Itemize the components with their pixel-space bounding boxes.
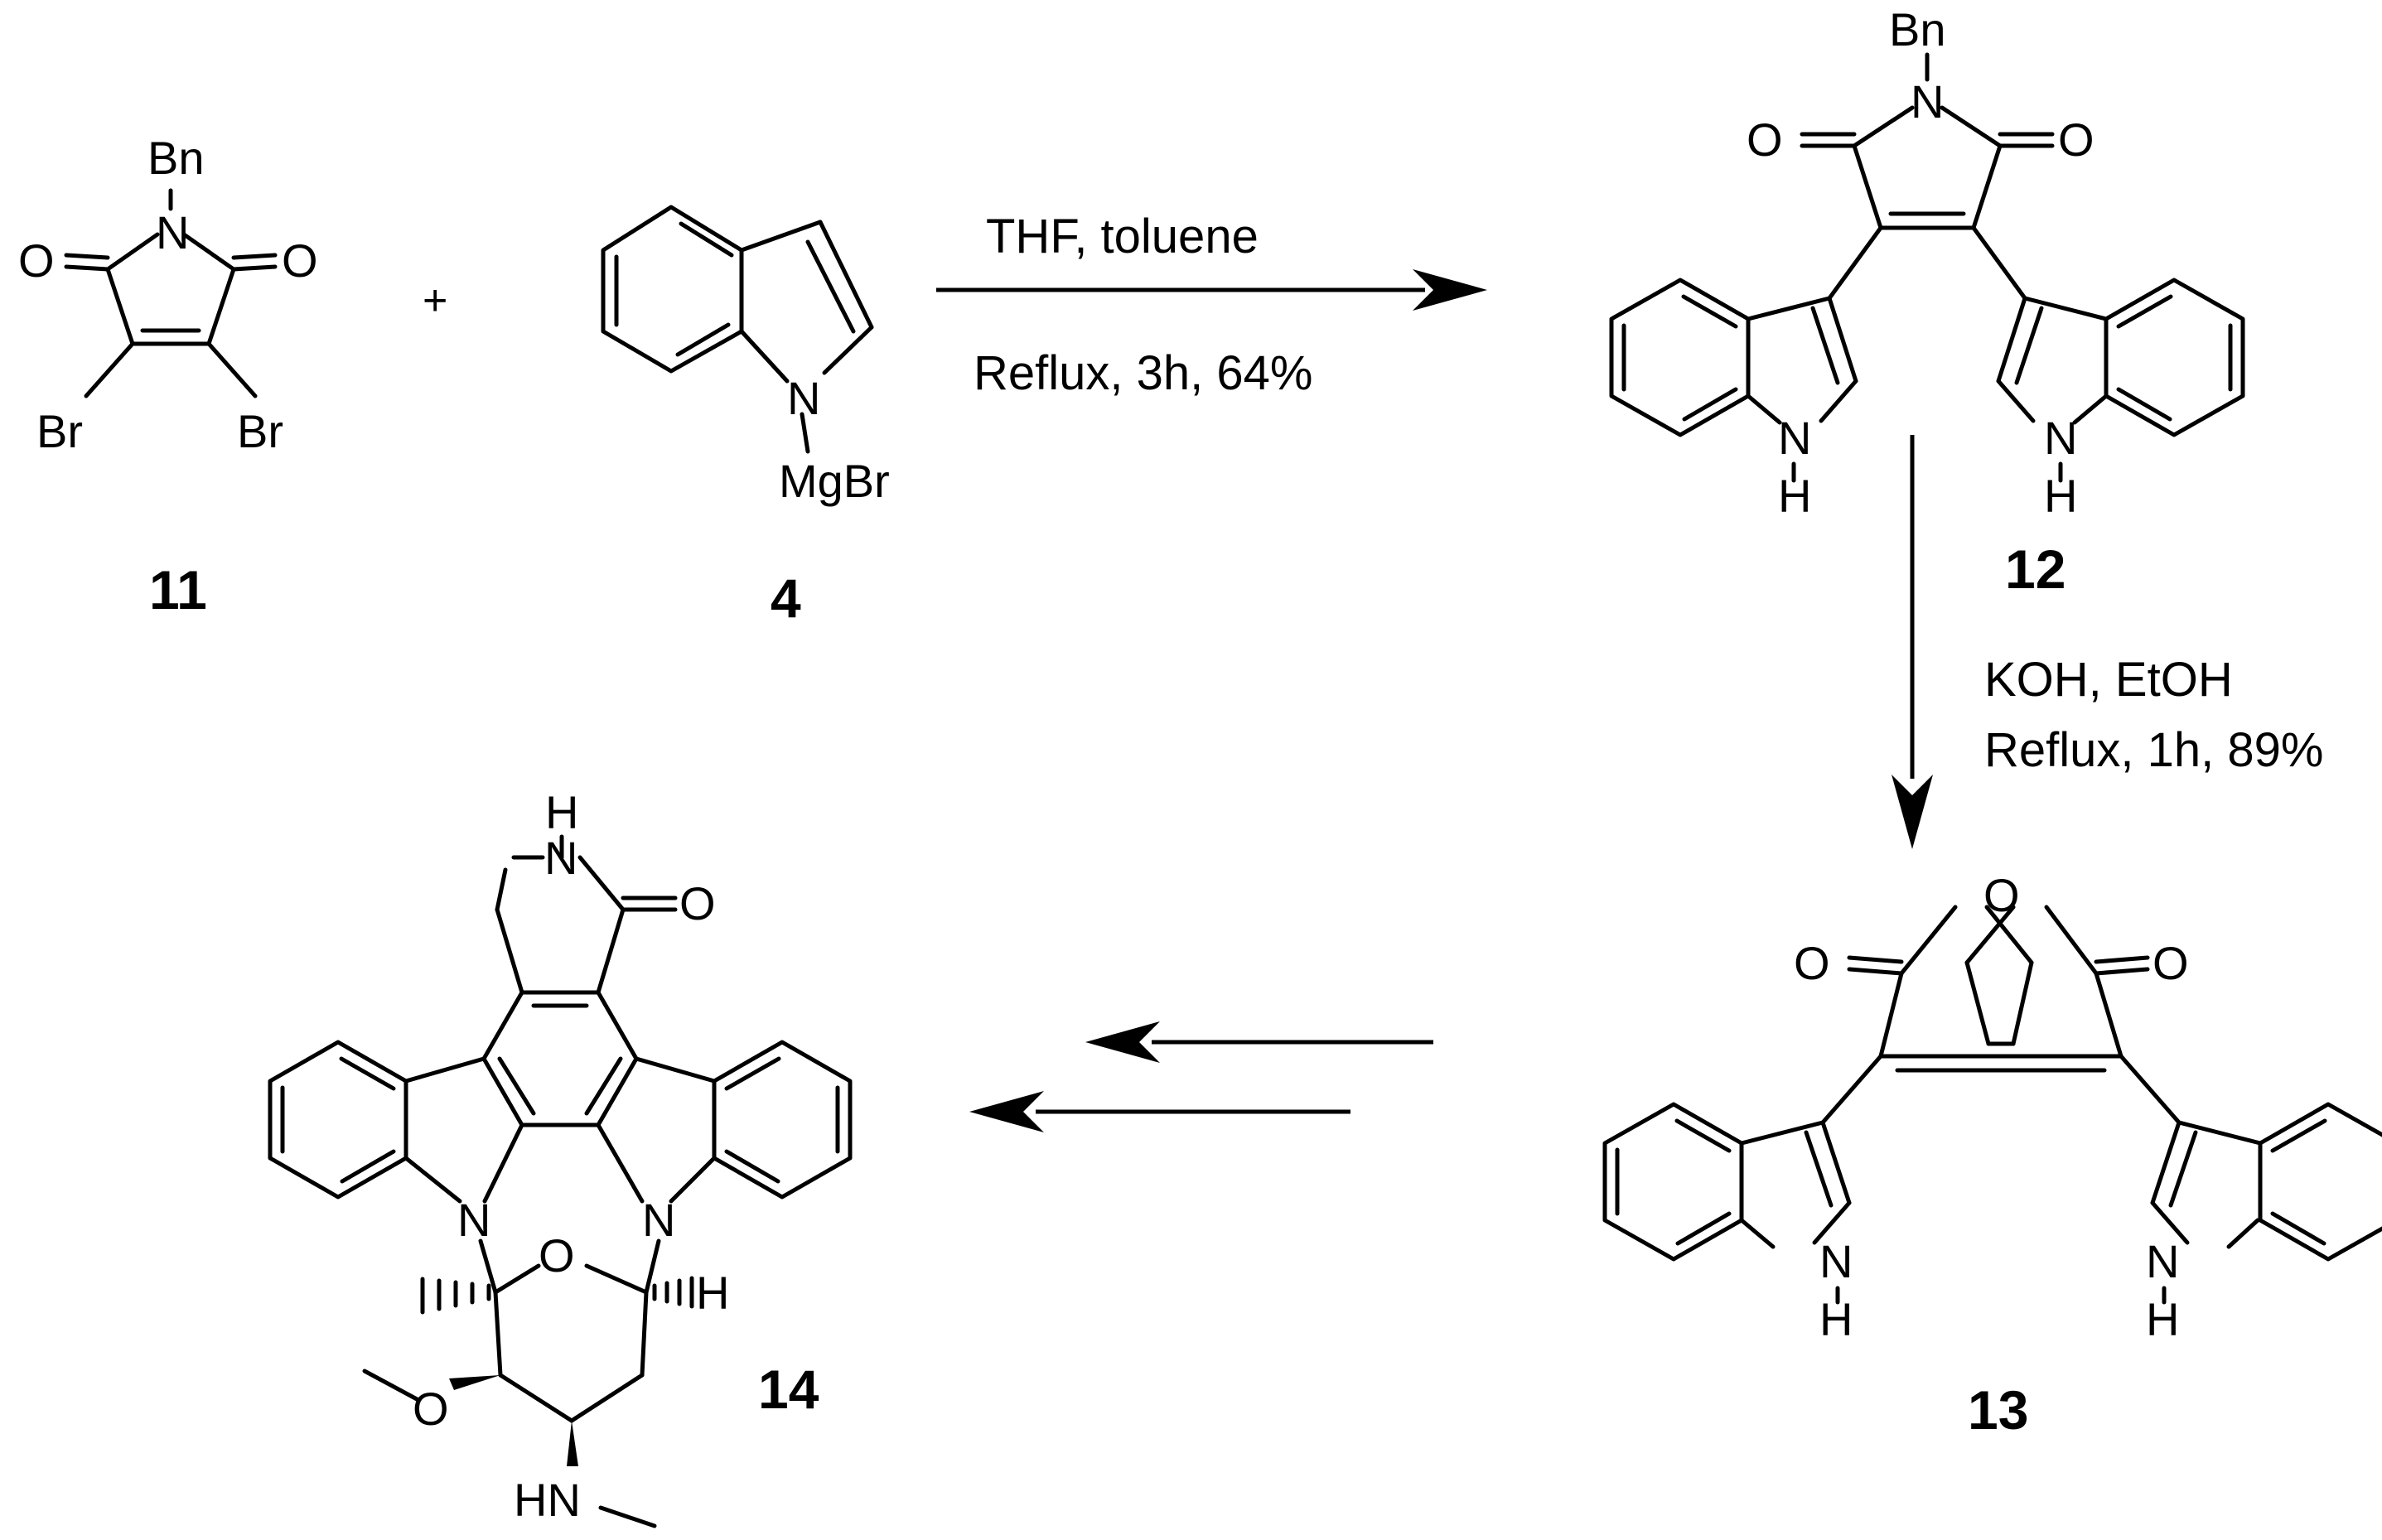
step1-conditions-bottom: Reflux, 3h, 64% [974,346,1312,400]
compound-12-n-label: N [1911,75,1944,128]
compound-4-structure [601,205,874,454]
compound-12-o-right-label: O [2058,113,2095,166]
compound-13-nh-left-n-label: N [1819,1235,1853,1287]
compound-12-o-left-label: O [1747,113,1783,166]
multistep-arrowhead-upper [1085,1021,1160,1063]
compound-12-bn-label: Bn [1889,3,1946,56]
compound-13-number: 13 [1968,1379,2028,1441]
compound-13-nh-right-h-label: H [2146,1293,2179,1345]
compound-4-n-label: N [787,372,820,424]
step2-conditions-top: KOH, EtOH [1984,653,2233,707]
step1-conditions-top: THF, toluene [986,210,1259,263]
compound-12-nh-right-n-label: N [2044,412,2077,464]
compound-13-o-left-label: O [1794,937,1830,989]
compound-14-n-right-label: N [642,1194,675,1246]
compound-11-structure [64,188,278,398]
compound-14-h-lactam-label: H [545,786,578,838]
compound-14-n-lactam-label: N [544,832,577,884]
compound-14-n-left-label: N [457,1194,490,1246]
compound-12-nh-left-h-label: H [1778,470,1811,522]
compound-14-o-ring-label: O [539,1229,575,1282]
compound-14-number: 14 [758,1359,819,1420]
compound-12-structure [1609,52,2245,483]
step2-conditions-bottom: Reflux, 1h, 89% [1984,723,2323,777]
compound-11-o-right-label: O [282,234,318,287]
compound-11-n-label: N [156,206,189,258]
compound-13-o-ring-label: O [1983,869,2020,921]
compound-11-bn-label: Bn [147,132,205,184]
compound-11-o-left-label: O [18,234,55,287]
compound-4-mgbr-label: MgBr [779,455,890,507]
step2-arrowhead [1892,775,1933,849]
compound-12-nh-left-n-label: N [1778,412,1811,464]
compound-14-structure [268,834,853,1528]
compound-14-hn-label: HN [514,1474,581,1526]
compound-4-number: 4 [771,567,801,629]
compound-14-o-carbonyl-label: O [679,877,716,929]
step1-arrowhead [1413,269,1487,311]
compound-12-nh-right-h-label: H [2044,470,2077,522]
multistep-arrowhead-lower [969,1091,1044,1132]
compound-13-nh-left-h-label: H [1819,1293,1853,1345]
compound-11-br-left-label: Br [36,405,83,457]
compound-13-nh-right-n-label: N [2146,1235,2179,1287]
compound-14-h-anomeric-label: H [696,1267,729,1319]
compound-12-number: 12 [2005,538,2066,600]
compound-14-o-methoxy-label: O [413,1383,449,1435]
plus-sign: + [423,277,447,325]
compound-13-structure [1602,905,2382,1305]
compound-11-br-right-label: Br [237,405,283,457]
compound-13-o-right-label: O [2152,937,2189,989]
compound-11-number: 11 [149,559,207,620]
